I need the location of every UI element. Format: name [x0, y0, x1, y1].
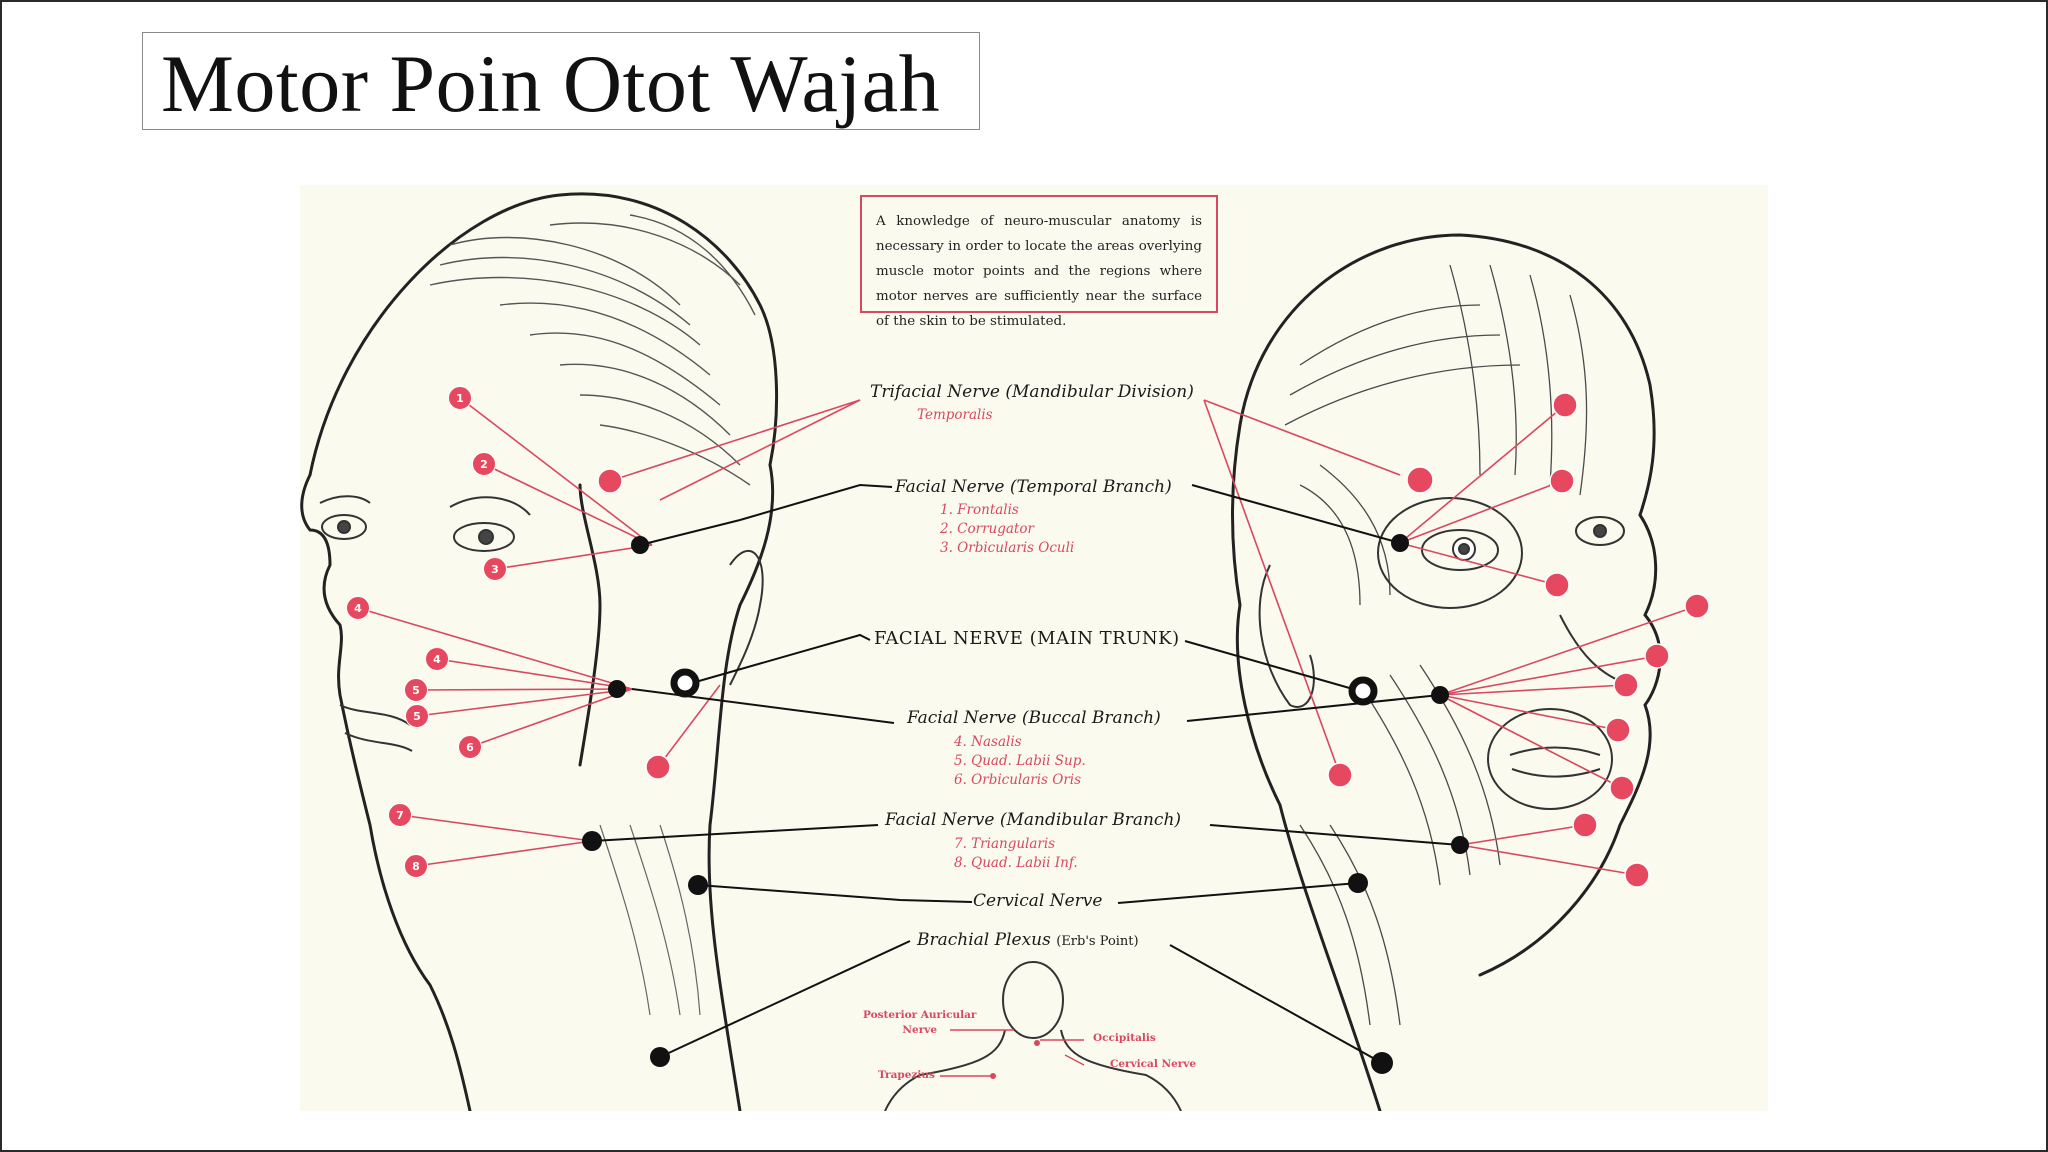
- motor-point-triangularis-right: [1572, 812, 1598, 838]
- left-face-features: [319, 495, 764, 752]
- main-trunk-point-left: [670, 668, 700, 698]
- right-head-outline: [1231, 233, 1662, 1111]
- motor-point-frontalis-right: [1552, 392, 1578, 418]
- nerve-point-buccal-right: [1431, 686, 1449, 704]
- nerve-point-mandibular-left: [582, 831, 602, 851]
- left-hair-strokes: [429, 214, 756, 486]
- label-temporal-branch: Facial Nerve (Temporal Branch): [895, 477, 1172, 497]
- motor-point-oris-right: [1605, 717, 1631, 743]
- nerve-point-inset-2: [990, 1073, 996, 1079]
- black-nerve-lines: [591, 483, 1461, 1077]
- label-trifacial-nerve: Trifacial Nerve (Mandibular Division): [870, 382, 1194, 402]
- red-connector-lines: [357, 397, 1698, 876]
- motor-point-5a: 5: [404, 678, 428, 702]
- motor-point-1: 1: [448, 386, 472, 410]
- motor-point-2: 2: [472, 452, 496, 476]
- label-mandibular-branch: Facial Nerve (Mandibular Branch): [885, 810, 1182, 830]
- nerve-point-brachial-left: [650, 1047, 670, 1067]
- motor-point-4a: 4: [346, 596, 370, 620]
- nerve-point-temporal-left: [631, 536, 649, 554]
- inset-label-cervical-nerve: Cervical Nerve: [1110, 1058, 1197, 1070]
- motor-point-4b: 4: [425, 647, 449, 671]
- label-temporal-sub: 1. Frontalis 2. Corrugator 3. Orbiculari…: [940, 502, 1075, 556]
- slide-title: Motor Poin Otot Wajah: [161, 38, 941, 129]
- right-face-features: [1258, 497, 1631, 810]
- main-trunk-point-right: [1348, 676, 1378, 706]
- motor-point-labii-sup-right-2: [1613, 672, 1639, 698]
- nerve-point-brachial-right: [1371, 1052, 1393, 1074]
- motor-point-3: 3: [483, 557, 507, 581]
- motor-point-oris-right-2: [1609, 775, 1635, 801]
- motor-point-labii-inf-right: [1624, 862, 1650, 888]
- inset-label-occipitalis: Occipitalis: [1093, 1032, 1156, 1044]
- nerve-point-inset: [1034, 1040, 1040, 1046]
- red-motor-points: [597, 392, 1710, 888]
- right-muscle-strokes: [1284, 264, 1588, 1026]
- nerve-point-buccal-left: [608, 680, 626, 698]
- title-box: Motor Poin Otot Wajah: [142, 32, 980, 130]
- motor-point-7: 7: [388, 803, 412, 827]
- motor-point-8: 8: [404, 854, 428, 878]
- inset-figure: [884, 961, 1182, 1111]
- motor-point-corrugator-right: [1549, 468, 1575, 494]
- label-main-trunk: FACIAL NERVE (MAIN TRUNK): [874, 628, 1180, 649]
- nerve-point-cervical-right: [1348, 873, 1368, 893]
- motor-point-labii-sup-right: [1644, 643, 1670, 669]
- nerve-stimulation-points: [582, 534, 1469, 1079]
- motor-point-nasalis-right: [1684, 593, 1710, 619]
- motor-point-oculi-right: [1544, 572, 1570, 598]
- explanation-note: A knowledge of neuro-muscular anatomy is…: [860, 195, 1218, 329]
- motor-point-temporalis-right: [1406, 466, 1434, 494]
- motor-point-temporalis-left: [597, 468, 623, 494]
- inset-label-posterior-auricular: Posterior Auricular Nerve: [863, 1009, 977, 1036]
- label-buccal-branch: Facial Nerve (Buccal Branch): [907, 708, 1161, 728]
- nerve-point-cervical-left: [688, 875, 708, 895]
- nerve-point-mandibular-right: [1451, 836, 1469, 854]
- label-buccal-sub: 4. Nasalis 5. Quad. Labii Sup. 6. Orbicu…: [954, 734, 1086, 788]
- motor-point-neck-left: [645, 754, 671, 780]
- motor-point-cheek-right: [1327, 762, 1353, 788]
- left-neck-strokes: [599, 824, 701, 1016]
- main-trunk-rings: [670, 668, 1378, 706]
- motor-point-6: 6: [458, 735, 482, 759]
- left-head-outline: [300, 192, 779, 1111]
- inset-label-trapezius: Trapezius: [878, 1069, 935, 1081]
- motor-point-5b: 5: [405, 704, 429, 728]
- label-cervical-nerve: Cervical Nerve: [973, 891, 1103, 911]
- label-trifacial-sub: Temporalis: [917, 407, 993, 423]
- anatomy-illustration: [300, 192, 1710, 1111]
- nerve-point-temporal-right: [1391, 534, 1409, 552]
- anatomy-plate: 1 2 3 4 4 5 5 6 7 8 A knowledge of neuro…: [300, 185, 1768, 1111]
- label-brachial-plexus: Brachial Plexus (Erb's Point): [917, 930, 1139, 950]
- label-mandibular-sub: 7. Triangularis 8. Quad. Labii Inf.: [954, 836, 1078, 871]
